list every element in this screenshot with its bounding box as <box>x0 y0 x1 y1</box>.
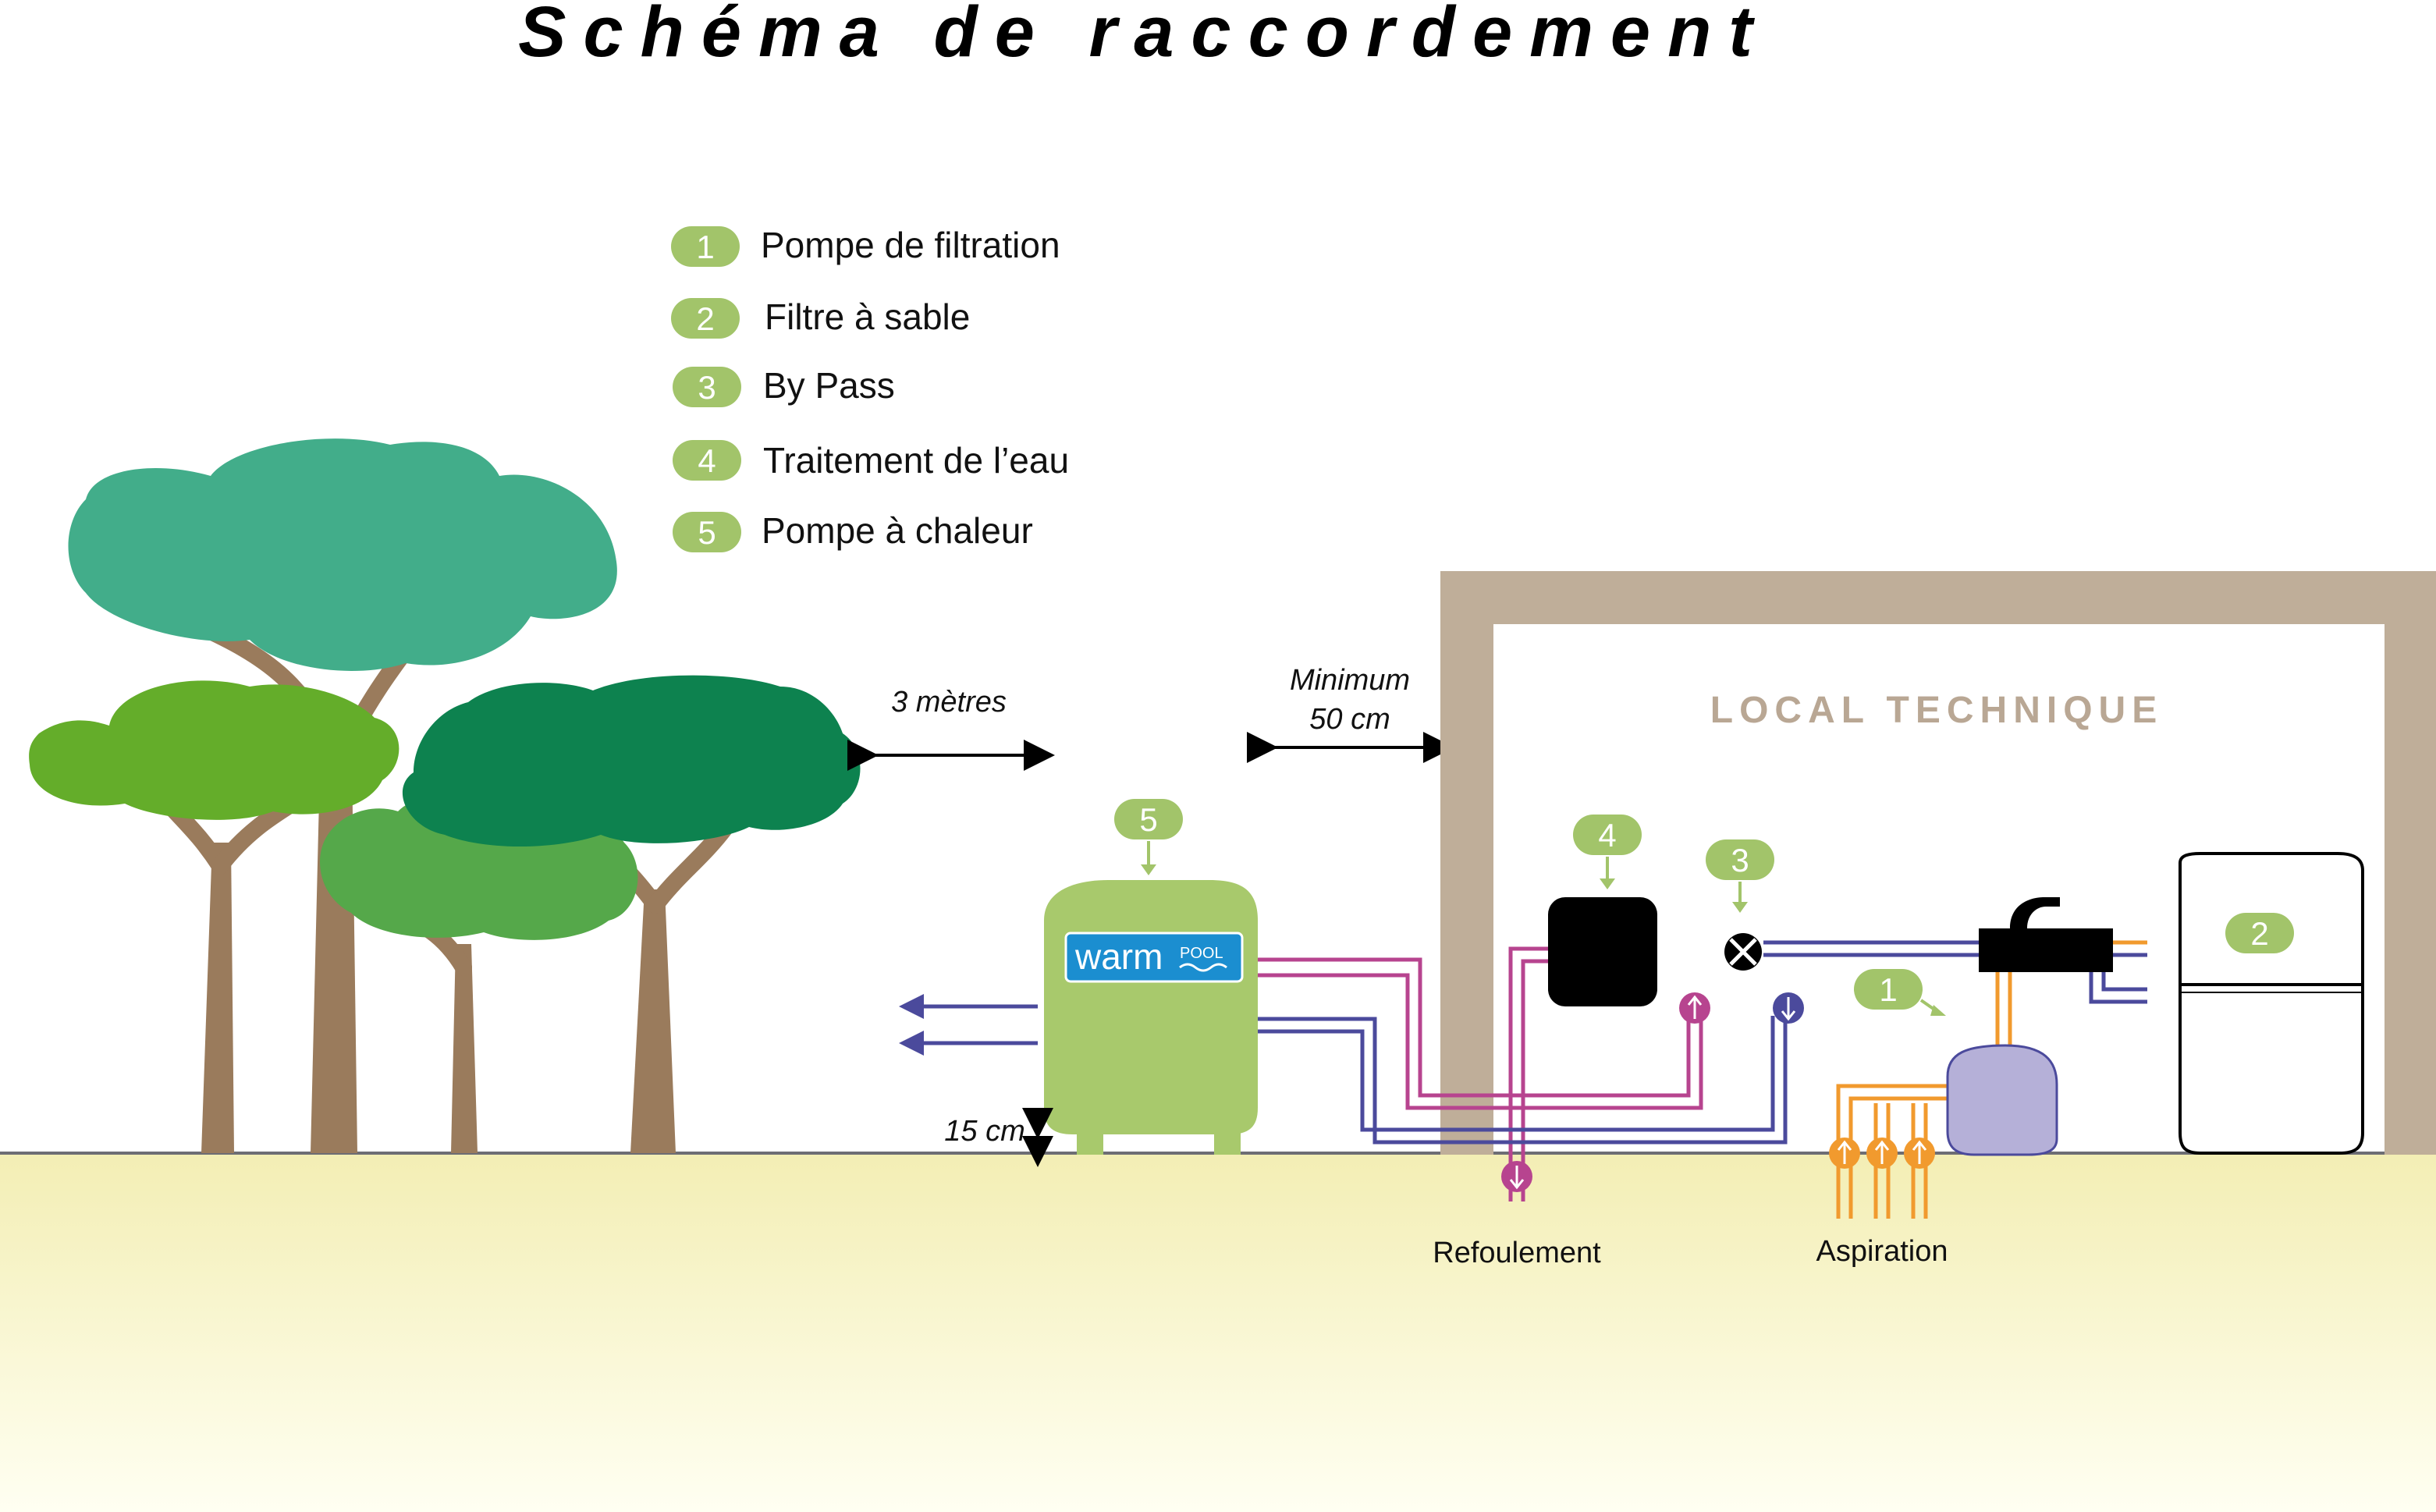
callout-heatpump-arrowhead <box>1141 864 1156 875</box>
callout-bypass-badge <box>1706 839 1774 880</box>
room-roof <box>1440 571 2436 624</box>
room-label: LOCAL TECHNIQUE <box>1710 690 2163 731</box>
legend-badge <box>671 226 740 267</box>
legend-number: 5 <box>698 514 716 551</box>
legend-label: Pompe à chaleur <box>762 510 1033 551</box>
bypass-valve <box>1724 933 1762 971</box>
wall-distance-label-line1: Minimum <box>1290 664 1410 697</box>
tree-canopy <box>402 675 861 847</box>
filter-valve <box>1979 897 2113 972</box>
heat-pump-foot <box>1077 1131 1103 1155</box>
legend: 1 Pompe de filtration 2 Filtre à sable 3… <box>671 225 1069 552</box>
legend-badge <box>671 298 740 339</box>
ground-clearance-label: 15 cm <box>944 1115 1024 1148</box>
trees-distance-label: 3 mètres <box>891 686 1007 719</box>
legend-label: Filtre à sable <box>765 296 970 337</box>
brand-logo-main: warm <box>1074 936 1163 977</box>
heat-pump-foot <box>1214 1131 1241 1155</box>
brand-logo-wave <box>1179 963 1227 972</box>
callout-filter-badge <box>2225 913 2294 953</box>
legend-label: Pompe de filtration <box>761 225 1060 265</box>
legend-badge <box>673 367 741 407</box>
legend-item: 3 By Pass <box>673 365 895 407</box>
legend-badge <box>673 512 741 552</box>
sand-filter <box>2179 852 2364 1155</box>
legend-item: 2 Filtre à sable <box>671 296 970 339</box>
water-treatment-unit <box>1548 897 1657 1006</box>
legend-item: 1 Pompe de filtration <box>671 225 1060 267</box>
callout-treatment-badge <box>1573 815 1642 855</box>
legend-item: 4 Traitement de l’eau <box>673 440 1069 481</box>
callout-pump-badge <box>1854 969 1923 1010</box>
legend-number: 2 <box>696 300 714 337</box>
legend-number: 4 <box>698 442 716 479</box>
callout-pump-arrowhead <box>1930 1005 1946 1016</box>
filtration-pump <box>1946 1044 2058 1156</box>
brand-logo-sub: POOL <box>1180 945 1223 962</box>
flow-markers <box>1501 992 1935 1192</box>
technical-room: LOCAL TECHNIQUE <box>1440 571 2436 1155</box>
callout-heatpump-badge <box>1114 799 1183 839</box>
legend-number: 1 <box>696 229 714 265</box>
callout-treatment-number: 4 <box>1598 817 1616 854</box>
trees <box>29 438 861 1153</box>
ground <box>0 1153 2436 1512</box>
legend-number: 3 <box>698 369 716 406</box>
callout-treatment-arrowhead <box>1600 878 1615 889</box>
wall-distance-label-line2: 50 cm <box>1309 703 1390 736</box>
tree-canopy <box>29 680 399 820</box>
tree-canopy <box>68 438 617 671</box>
legend-label: Traitement de l’eau <box>763 440 1069 481</box>
legend-item: 5 Pompe à chaleur <box>673 510 1033 552</box>
callout-bypass-arrowhead <box>1732 902 1748 913</box>
diagram-title: Schéma de raccordement <box>518 0 1770 72</box>
heat-pump-body <box>1044 880 1258 1134</box>
room-wall-right <box>2385 571 2436 1155</box>
room-wall-left <box>1440 571 1493 1155</box>
callout-bypass-number: 3 <box>1731 842 1749 878</box>
callout-heatpump-number: 5 <box>1139 801 1157 838</box>
legend-label: By Pass <box>763 365 895 406</box>
suction-label: Aspiration <box>1816 1235 1948 1268</box>
air-outlet-arrows <box>899 994 1038 1056</box>
callout-filter-number: 2 <box>2250 915 2268 952</box>
heat-pump: warm POOL <box>1044 880 1258 1155</box>
callout-pump-number: 1 <box>1879 971 1897 1008</box>
legend-badge <box>673 440 741 481</box>
discharge-label: Refoulement <box>1433 1237 1601 1269</box>
